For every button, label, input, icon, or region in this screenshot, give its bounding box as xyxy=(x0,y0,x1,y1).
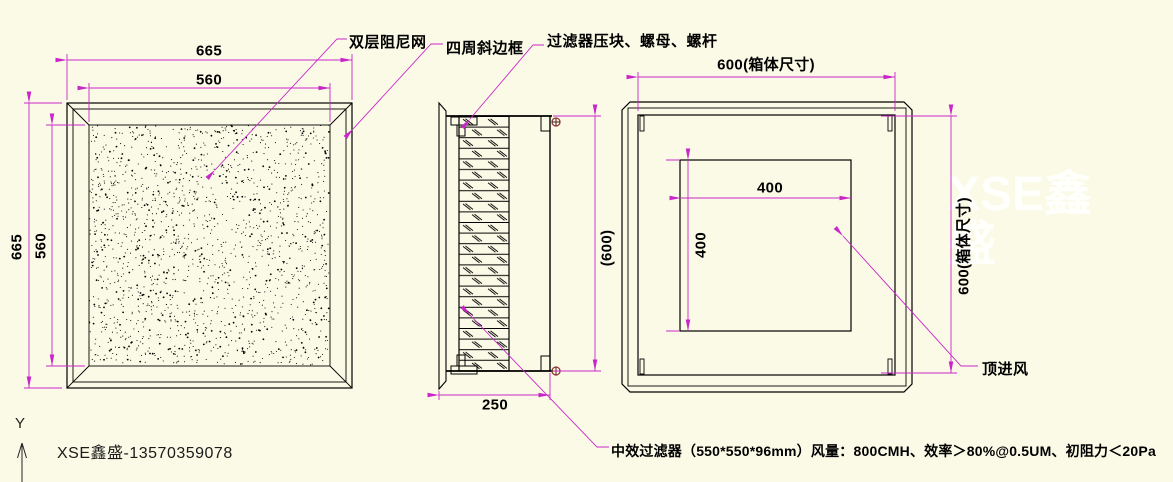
plan-view xyxy=(621,101,913,393)
front-view xyxy=(66,102,353,389)
callout-top-inlet: 顶进风 xyxy=(982,361,1029,378)
callout-leaders xyxy=(205,38,978,448)
screw-top xyxy=(551,117,561,127)
callout-filter-clamp: 过滤器压块、螺母、螺杆 xyxy=(547,33,718,50)
plan-opening-height-dim-label: 400 xyxy=(692,232,710,258)
callout-bevel-frame: 四周斜边框 xyxy=(446,40,524,57)
y-axis-label: Y xyxy=(15,415,26,432)
plan-body-width-dim-label: 600(箱体尺寸) xyxy=(717,56,815,74)
side-height-dim-label: (600) xyxy=(598,229,616,267)
plan-body-height-dim-label: 600(箱体尺寸) xyxy=(955,197,973,295)
front-view-dimensions xyxy=(24,54,353,389)
ucs-y-axis-icon xyxy=(17,442,27,482)
filter-spec-note: 中效过滤器（550*550*96mm）风量：800CMH、效率＞80%@0.5U… xyxy=(611,443,1156,459)
plan-opening-width-dim-label: 400 xyxy=(757,179,783,197)
front-outer-height-dim-label: 665 xyxy=(8,234,26,260)
side-view-dimensions xyxy=(427,104,601,400)
company-contact-text: XSE鑫盛-13570359078 xyxy=(57,445,233,462)
callout-damping-net: 双层阻尼网 xyxy=(349,34,427,51)
side-depth-dim-label: 250 xyxy=(482,396,508,414)
front-outer-width-dim-label: 665 xyxy=(196,42,222,60)
damping-mesh-speckles xyxy=(88,124,330,366)
front-mesh-height-dim-label: 560 xyxy=(32,233,50,259)
front-mesh-width-dim-label: 560 xyxy=(196,71,222,89)
side-view xyxy=(438,101,552,391)
plan-view-dimensions xyxy=(626,72,957,374)
